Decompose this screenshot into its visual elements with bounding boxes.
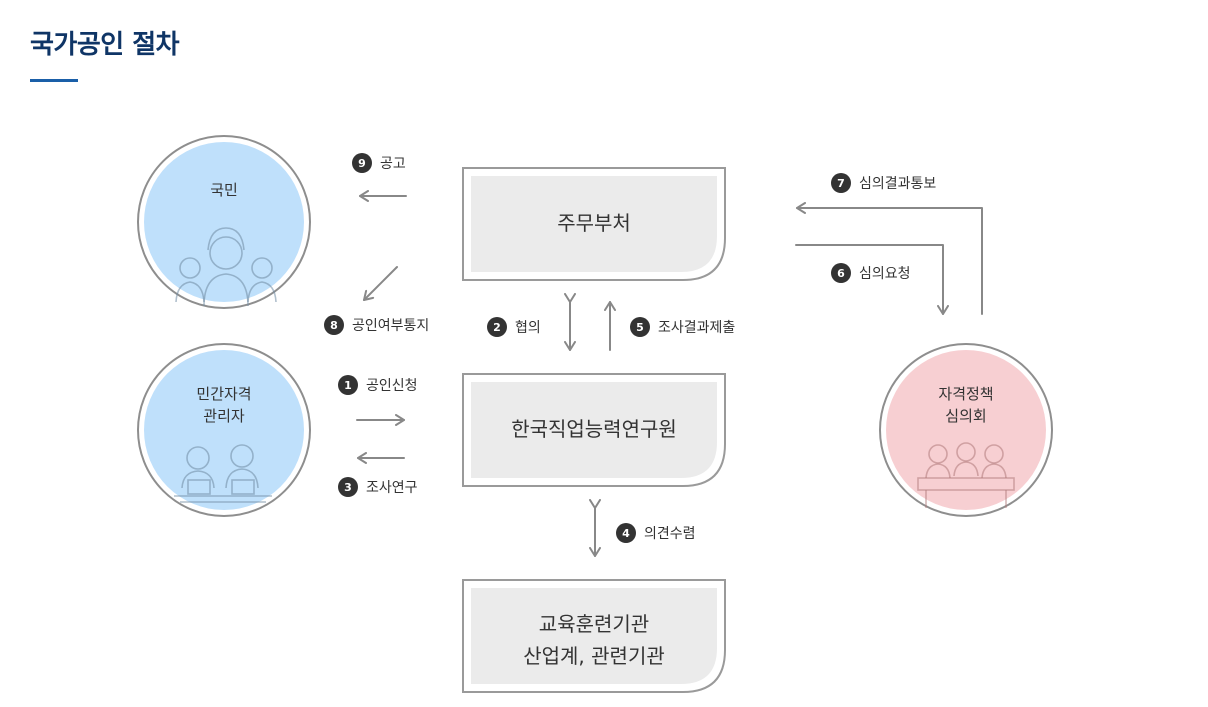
step-7: 7 심의결과통보: [831, 173, 936, 193]
step-3-number: 3: [344, 481, 352, 494]
box-education-label-line1: 교육훈련기관: [539, 612, 649, 636]
step-1-label: 공인신청: [366, 378, 418, 394]
step-5: 5 조사결과제출: [630, 317, 735, 337]
title-underline: [30, 79, 78, 82]
step-9-label: 공고: [380, 156, 406, 172]
step-4-label: 의견수렴: [644, 526, 696, 542]
page-title: 국가공인 절차: [30, 30, 180, 60]
workers-icon: [174, 444, 272, 503]
step-1-number: 1: [344, 379, 352, 392]
step-2-label: 협의: [515, 320, 541, 336]
step-7-label: 심의결과통보: [859, 176, 936, 192]
box-ministry: 주무부처: [462, 167, 726, 281]
circle-manager-label-line2: 관리자: [203, 407, 245, 425]
arrow-step-6: [795, 244, 949, 315]
circle-committee: 자격정책 심의회: [879, 343, 1053, 517]
step-1: 1 공인신청: [338, 375, 418, 395]
arrow-step-8: [363, 266, 398, 301]
step-5-number: 5: [636, 321, 644, 334]
circle-manager: 민간자격 관리자: [137, 343, 311, 517]
committee-icon: [917, 442, 1015, 508]
step-6: 6 심의요청: [831, 263, 911, 283]
circle-committee-label-line2: 심의회: [945, 407, 986, 425]
step-9-number: 9: [358, 157, 366, 170]
box-institute-label: 한국직업능력연구원: [511, 417, 677, 441]
step-4: 4 의견수렴: [616, 523, 696, 543]
step-9: 9 공고: [352, 153, 406, 173]
step-2: 2 협의: [487, 317, 541, 337]
people-icon: [175, 227, 277, 307]
step-4-number: 4: [622, 527, 630, 540]
arrow-step-7: [796, 202, 983, 315]
step-8-label: 공인여부통지: [352, 318, 429, 334]
step-3-label: 조사연구: [366, 480, 418, 496]
box-ministry-label: 주무부처: [557, 211, 631, 235]
step-6-label: 심의요청: [859, 266, 911, 282]
step-8: 8 공인여부통지: [324, 315, 429, 335]
step-2-number: 2: [493, 321, 501, 334]
circle-citizen-label: 국민: [210, 181, 238, 199]
step-8-number: 8: [330, 319, 338, 332]
step-3: 3 조사연구: [338, 477, 418, 497]
step-6-number: 6: [837, 267, 845, 280]
box-education-label-line2: 산업계, 관련기관: [523, 644, 665, 668]
box-institute: 한국직업능력연구원: [462, 373, 726, 487]
circle-committee-label-line1: 자격정책: [938, 385, 993, 403]
box-education: 교육훈련기관 산업계, 관련기관: [462, 579, 726, 693]
step-7-number: 7: [837, 177, 845, 190]
circle-citizen: 국민: [137, 135, 311, 309]
step-5-label: 조사결과제출: [658, 320, 735, 336]
circle-manager-label-line1: 민간자격: [196, 385, 251, 403]
